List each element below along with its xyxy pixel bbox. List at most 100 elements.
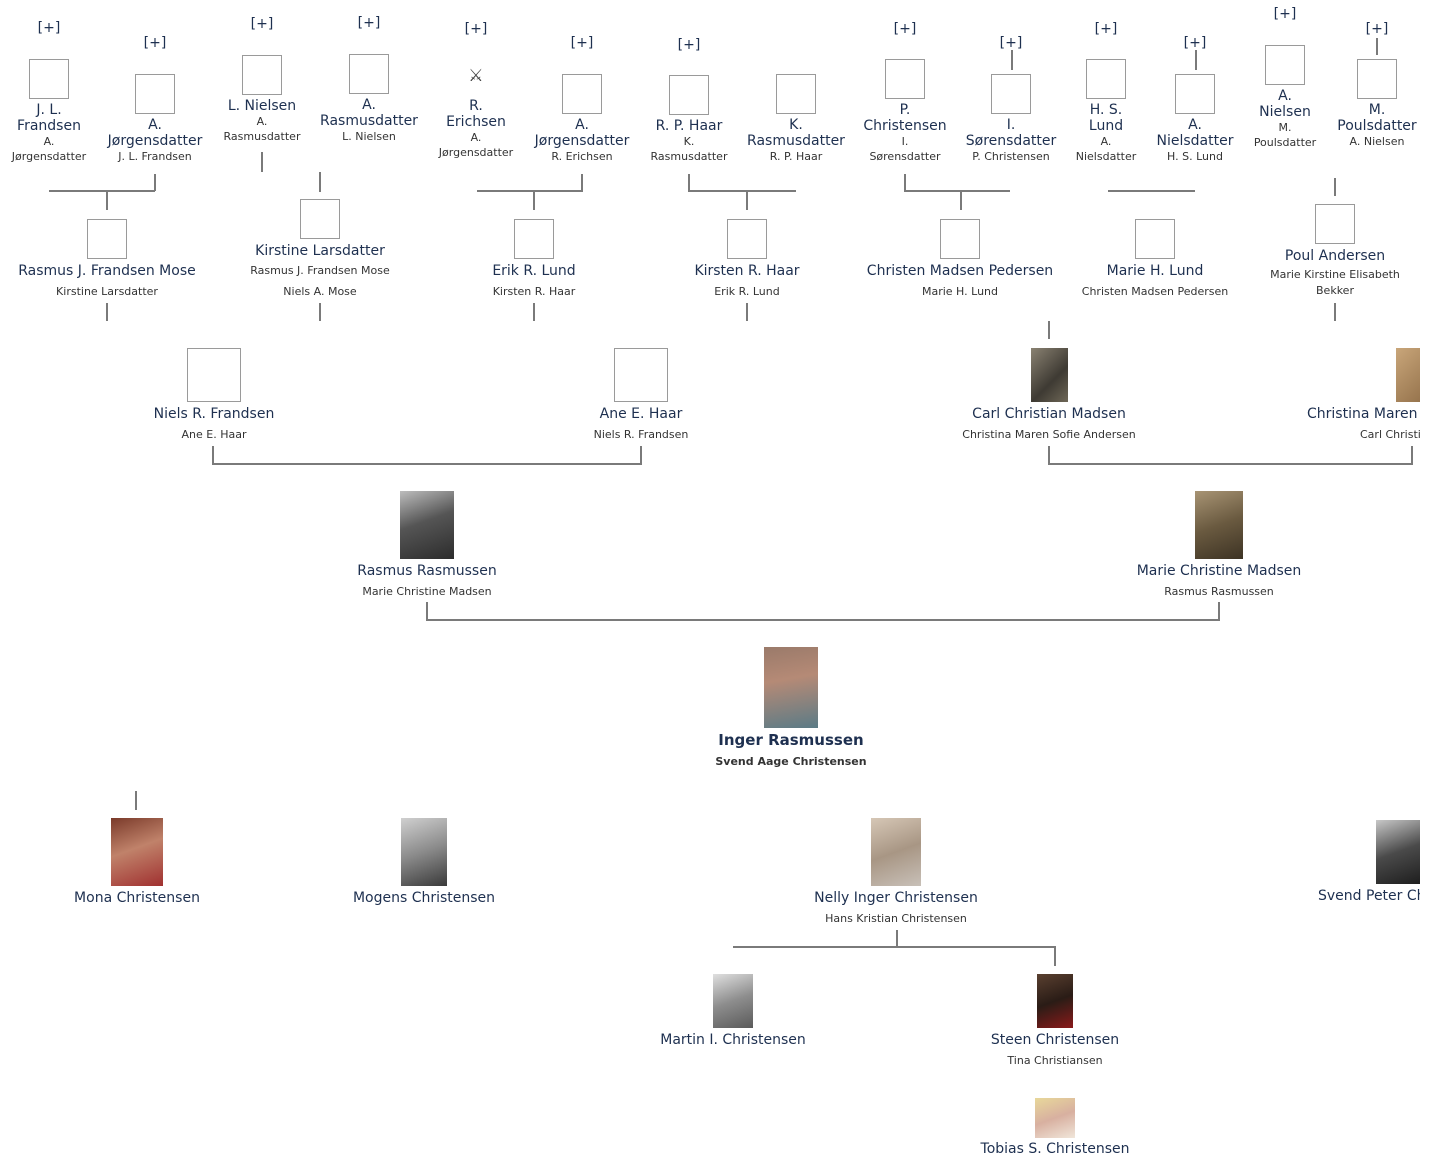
- person-name[interactable]: Carl Christian Madsen: [972, 406, 1126, 422]
- person-name[interactable]: A.: [362, 97, 376, 113]
- person-photo[interactable]: [713, 974, 753, 1028]
- expand-button[interactable]: [+]: [357, 15, 381, 31]
- photo-placeholder[interactable]: [300, 199, 340, 239]
- spouse-name[interactable]: Rasmus J. Frandsen Mose: [250, 264, 390, 277]
- person-name[interactable]: I.: [1006, 117, 1016, 133]
- person-name[interactable]: H. S.: [1089, 102, 1123, 118]
- spouse-name[interactable]: Kirstine Larsdatter: [56, 285, 158, 298]
- expand-button[interactable]: [+]: [143, 35, 167, 51]
- spouse-name[interactable]: R. Erichsen: [551, 150, 613, 163]
- person-name[interactable]: Kirsten R. Haar: [694, 263, 800, 279]
- person-name[interactable]: Mogens Christensen: [352, 890, 496, 906]
- person-name[interactable]: A.: [148, 117, 162, 133]
- spouse-name[interactable]: R. P. Haar: [769, 150, 823, 163]
- expand-button[interactable]: [+]: [893, 21, 917, 37]
- spouse-name[interactable]: Kirsten R. Haar: [492, 285, 576, 298]
- photo-placeholder[interactable]: [885, 59, 925, 99]
- person-name[interactable]: Frandsen: [17, 118, 81, 134]
- spouse-name[interactable]: Christina Maren Sofie Andersen: [962, 428, 1136, 441]
- person-name[interactable]: Erik R. Lund: [492, 263, 576, 279]
- focus-spouse-name[interactable]: Svend Aage Christensen: [715, 755, 867, 768]
- photo-placeholder[interactable]: [514, 219, 554, 259]
- person-photo[interactable]: [1035, 1098, 1075, 1138]
- spouse-name[interactable]: Marie Kirstine Elisabeth: [1270, 268, 1400, 281]
- spouse-name[interactable]: Jørgensdatter: [11, 150, 87, 163]
- spouse-name[interactable]: Niels R. Frandsen: [593, 428, 689, 441]
- photo-placeholder[interactable]: [135, 74, 175, 114]
- person-name[interactable]: R. P. Haar: [655, 118, 723, 134]
- spouse-name[interactable]: Marie Christine Madsen: [362, 585, 492, 598]
- photo-placeholder[interactable]: [242, 55, 282, 95]
- person-photo[interactable]: [1396, 348, 1420, 402]
- person-name[interactable]: Lund: [1088, 118, 1124, 134]
- person-name[interactable]: K.: [789, 117, 803, 133]
- spouse-name[interactable]: Erik R. Lund: [714, 285, 780, 298]
- person-name[interactable]: L. Nielsen: [227, 98, 297, 114]
- spouse-name[interactable]: A. Nielsen: [1349, 135, 1405, 148]
- person-name[interactable]: Jørgensdatter: [107, 133, 203, 149]
- person-photo[interactable]: [401, 818, 447, 886]
- photo-placeholder[interactable]: [940, 219, 980, 259]
- person-name[interactable]: M.: [1368, 102, 1386, 118]
- spouse-name[interactable]: I.: [901, 135, 909, 148]
- spouse-name[interactable]: Rasmusdatter: [650, 150, 728, 163]
- focus-person-name[interactable]: Inger Rasmussen: [718, 731, 864, 749]
- person-name[interactable]: Nelly Inger Christensen: [814, 890, 978, 906]
- person-photo[interactable]: [1195, 491, 1243, 559]
- person-name[interactable]: Nielsdatter: [1156, 133, 1234, 149]
- photo-placeholder[interactable]: [614, 348, 668, 402]
- expand-button[interactable]: [+]: [250, 16, 274, 32]
- person-name[interactable]: Rasmus Rasmussen: [357, 563, 497, 579]
- spouse-name[interactable]: Tina Christiansen: [1007, 1054, 1103, 1067]
- spouse-name[interactable]: Niels A. Mose: [283, 285, 357, 298]
- person-name[interactable]: A.: [1188, 117, 1202, 133]
- spouse-name[interactable]: Rasmus Rasmussen: [1164, 585, 1274, 598]
- photo-placeholder[interactable]: [29, 59, 69, 99]
- spouse-name[interactable]: Rasmusdatter: [223, 130, 301, 143]
- person-name[interactable]: A.: [575, 117, 589, 133]
- person-photo[interactable]: [1037, 974, 1073, 1028]
- person-photo[interactable]: [1030, 348, 1068, 402]
- person-name[interactable]: Steen Christensen: [990, 1032, 1120, 1048]
- photo-placeholder[interactable]: [727, 219, 767, 259]
- person-name[interactable]: Rasmusdatter: [320, 113, 418, 129]
- person-name[interactable]: Poul Andersen: [1284, 248, 1386, 264]
- spouse-name[interactable]: Hans Kristian Christensen: [825, 912, 967, 925]
- photo-placeholder[interactable]: [776, 74, 816, 114]
- spouse-name[interactable]: A.: [256, 115, 268, 128]
- person-name[interactable]: J. L.: [36, 102, 62, 118]
- person-name[interactable]: Svend Peter Ch: [1318, 888, 1420, 904]
- expand-button[interactable]: [+]: [1365, 21, 1389, 37]
- spouse-name[interactable]: H. S. Lund: [1167, 150, 1223, 163]
- expand-button[interactable]: [+]: [1183, 35, 1207, 51]
- photo-placeholder[interactable]: [349, 54, 389, 94]
- person-name[interactable]: Christina Maren S: [1307, 406, 1420, 422]
- person-name[interactable]: Jørgensdatter: [534, 133, 630, 149]
- spouse-name[interactable]: Christen Madsen Pedersen: [1081, 285, 1229, 298]
- expand-button[interactable]: [+]: [464, 21, 488, 37]
- person-name[interactable]: Rasmusdatter: [747, 133, 845, 149]
- spouse-name[interactable]: A.: [43, 135, 55, 148]
- photo-placeholder[interactable]: [87, 219, 127, 259]
- photo-placeholder[interactable]: [1086, 59, 1126, 99]
- photo-placeholder[interactable]: [991, 74, 1031, 114]
- person-photo[interactable]: [871, 818, 921, 886]
- spouse-name[interactable]: L. Nielsen: [342, 130, 396, 143]
- photo-placeholder[interactable]: [1175, 74, 1215, 114]
- expand-button[interactable]: [+]: [999, 35, 1023, 51]
- person-name[interactable]: P.: [899, 102, 911, 118]
- spouse-name[interactable]: Marie H. Lund: [921, 285, 998, 298]
- spouse-name[interactable]: A.: [1100, 135, 1112, 148]
- expand-button[interactable]: [+]: [677, 37, 701, 53]
- spouse-name[interactable]: A.: [470, 131, 482, 144]
- person-name[interactable]: Martin I. Christensen: [660, 1032, 806, 1048]
- spouse-name[interactable]: Bekker: [1316, 284, 1354, 297]
- person-photo[interactable]: [1376, 820, 1420, 884]
- person-name[interactable]: Christensen: [863, 118, 947, 134]
- photo-placeholder[interactable]: [1265, 45, 1305, 85]
- expand-button[interactable]: [+]: [37, 20, 61, 36]
- photo-placeholder[interactable]: [669, 75, 709, 115]
- person-name[interactable]: Tobias S. Christensen: [980, 1141, 1130, 1157]
- person-name[interactable]: A.: [1278, 88, 1292, 104]
- spouse-name[interactable]: Carl Christian: [1360, 428, 1420, 441]
